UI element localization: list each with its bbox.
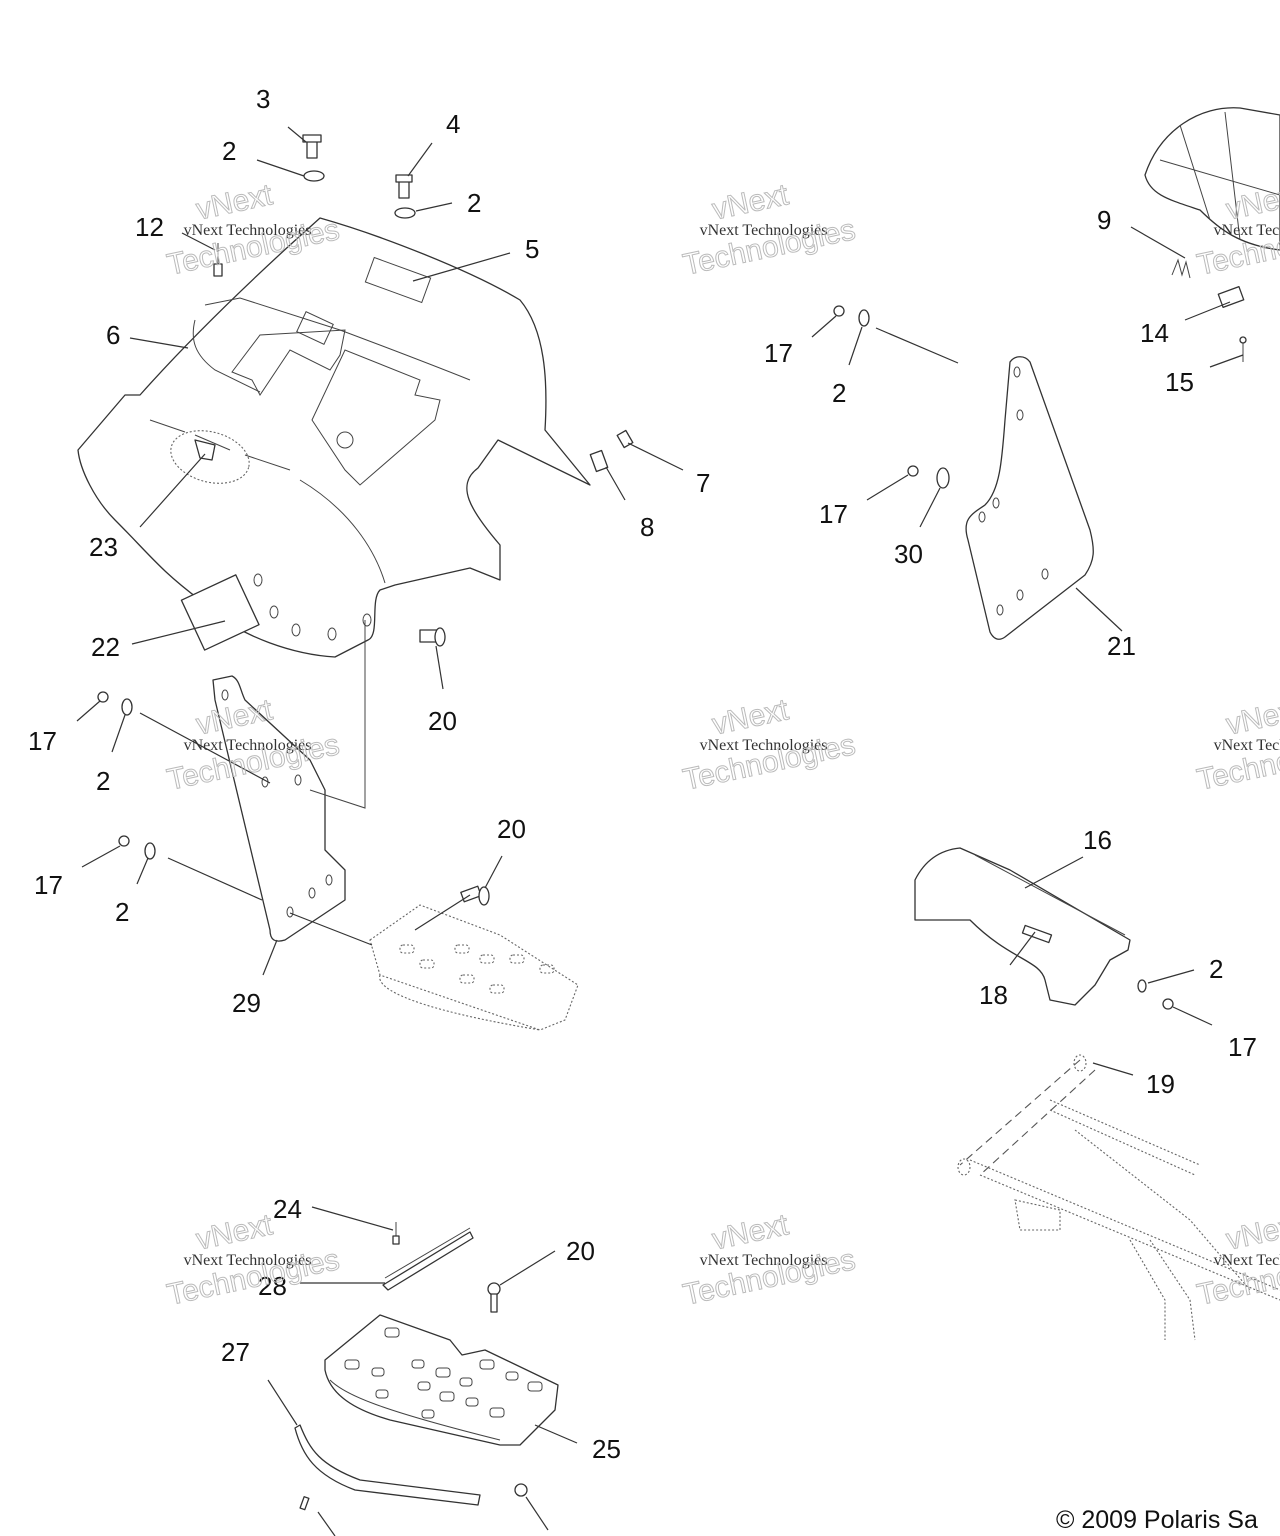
svg-text:vNext Technologies: vNext Technologies: [700, 1252, 828, 1269]
footrest-part[interactable]: [369, 904, 579, 1031]
callout-21: 21: [1107, 631, 1136, 661]
screw-part[interactable]: [487, 1282, 501, 1313]
washer-part[interactable]: [303, 170, 325, 182]
copyright-notice: © 2009 Polaris Sa: [1056, 1506, 1258, 1534]
callout-25: 25: [592, 1434, 621, 1464]
rivet-part[interactable]: [392, 1222, 400, 1245]
svg-text:vNext: vNext: [709, 693, 792, 741]
callout-labels: 3 2 4 2 12 5 6 7 8 23 22 20 17 2 17 2 29…: [28, 84, 1257, 1464]
callout-5: 5: [525, 234, 539, 264]
rear-fender-part[interactable]: [77, 217, 591, 658]
callout-4: 4: [446, 109, 460, 139]
callout-20: 20: [497, 814, 526, 844]
svg-text:vNext Technologies: vNext Technologies: [1214, 737, 1280, 754]
svg-text:vNext: vNext: [193, 178, 276, 226]
callout-27: 27: [221, 1337, 250, 1367]
svg-text:vNext Technologies: vNext Technologies: [184, 1252, 312, 1269]
callout-16: 16: [1083, 825, 1112, 855]
footrest-part[interactable]: [324, 1314, 559, 1446]
callout-17: 17: [28, 726, 57, 756]
svg-text:vNext: vNext: [1223, 693, 1280, 741]
seat-part[interactable]: [1144, 107, 1280, 251]
bolt-part[interactable]: [395, 174, 413, 199]
right-mud-flap-part[interactable]: [965, 356, 1094, 640]
bolt-part[interactable]: [302, 134, 322, 159]
callout-15: 15: [1165, 367, 1194, 397]
callout-2: 2: [222, 136, 236, 166]
svg-text:vNext Technologies: vNext Technologies: [700, 737, 828, 754]
trim-strip-part[interactable]: [294, 1424, 481, 1506]
svg-text:vNext: vNext: [709, 178, 792, 226]
callout-17: 17: [34, 870, 63, 900]
pin-part[interactable]: [299, 1496, 310, 1511]
callout-7: 7: [696, 468, 710, 498]
callout-30: 30: [894, 539, 923, 569]
clip-nut-part[interactable]: [589, 449, 609, 473]
screw-part[interactable]: [460, 885, 490, 906]
callout-17: 17: [1228, 1032, 1257, 1062]
nut-part[interactable]: [97, 691, 109, 703]
grip-strip-part[interactable]: [382, 1227, 474, 1291]
callout-24: 24: [273, 1194, 302, 1224]
callout-23: 23: [89, 532, 118, 562]
washer-part[interactable]: [144, 842, 156, 860]
washer-part[interactable]: [394, 207, 416, 219]
callout-19: 19: [1146, 1069, 1175, 1099]
callout-28: 28: [258, 1271, 287, 1301]
callout-6: 6: [106, 320, 120, 350]
callout-9: 9: [1097, 205, 1111, 235]
svg-text:vNext Technologies: vNext Technologies: [184, 737, 312, 754]
callout-20: 20: [428, 706, 457, 736]
callout-2: 2: [1209, 954, 1223, 984]
svg-text:vNext Technologies: vNext Technologies: [1214, 222, 1280, 239]
washer-part[interactable]: [858, 309, 870, 327]
pin-part[interactable]: [1239, 336, 1247, 362]
nut-part[interactable]: [907, 465, 919, 477]
callout-3: 3: [256, 84, 270, 114]
callout-2: 2: [832, 378, 846, 408]
callout-2: 2: [96, 766, 110, 796]
spring-part[interactable]: [1171, 258, 1191, 279]
callout-2: 2: [467, 188, 481, 218]
screw-part[interactable]: [419, 627, 446, 647]
washer-part[interactable]: [936, 467, 950, 489]
callout-20: 20: [566, 1236, 595, 1266]
frame-part: [957, 1054, 1280, 1341]
svg-text:vNext Technologies: vNext Technologies: [184, 222, 312, 239]
svg-text:vNext Technologies: vNext Technologies: [1214, 1252, 1280, 1269]
nut-part[interactable]: [833, 305, 845, 317]
svg-text:vNext: vNext: [1223, 1208, 1280, 1256]
callout-8: 8: [640, 512, 654, 542]
callout-17: 17: [764, 338, 793, 368]
callout-14: 14: [1140, 318, 1169, 348]
rivet-part[interactable]: [213, 243, 223, 277]
chain-guard-part[interactable]: [914, 847, 1131, 1006]
washer-part[interactable]: [121, 698, 133, 716]
callout-12: 12: [135, 212, 164, 242]
callout-18: 18: [979, 980, 1008, 1010]
svg-text:vNext: vNext: [709, 1208, 792, 1256]
washer-part[interactable]: [1137, 979, 1147, 993]
svg-text:vNext: vNext: [193, 1208, 276, 1256]
decal-part[interactable]: [180, 574, 260, 651]
left-mud-flap-part[interactable]: [212, 675, 346, 942]
callout-2: 2: [115, 897, 129, 927]
nut-part[interactable]: [514, 1483, 528, 1497]
screw-part[interactable]: [616, 429, 634, 449]
leader-lines: [76, 126, 1244, 1536]
nut-part[interactable]: [1162, 998, 1174, 1010]
svg-text:vNext Technologies: vNext Technologies: [700, 222, 828, 239]
latch-plate-part[interactable]: [1217, 286, 1245, 308]
callout-17: 17: [819, 499, 848, 529]
callout-22: 22: [91, 632, 120, 662]
callout-29: 29: [232, 988, 261, 1018]
nut-part[interactable]: [118, 835, 130, 847]
